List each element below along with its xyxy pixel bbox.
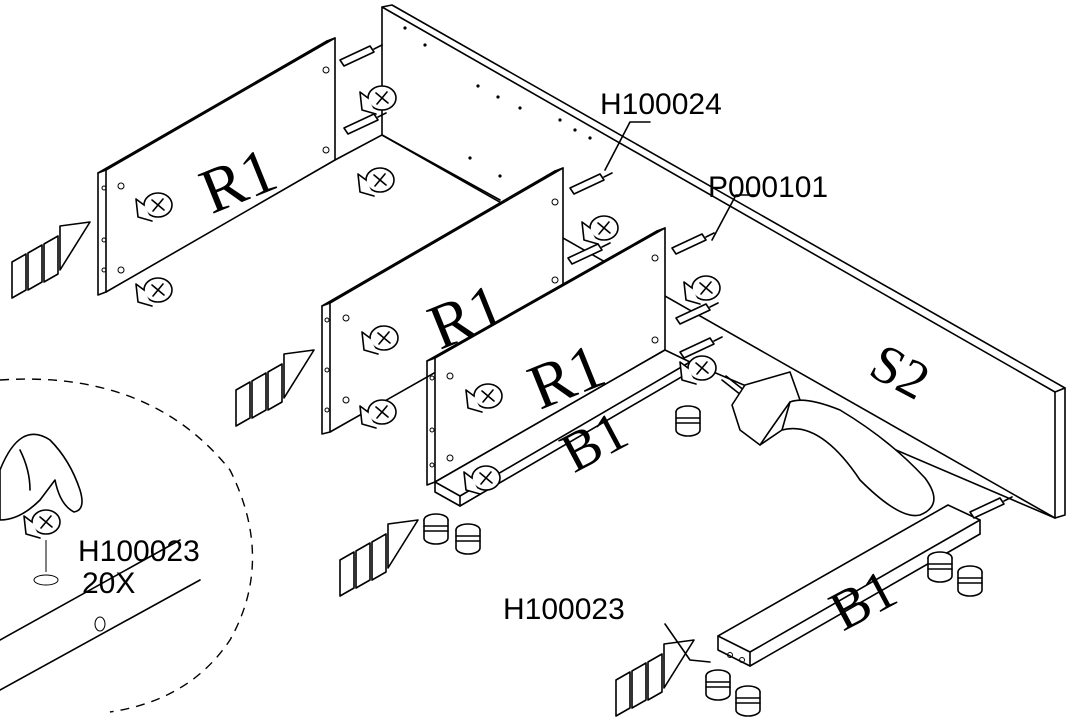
cam-callout: H100023 (503, 593, 625, 626)
screw-callout: H100024 (600, 88, 722, 121)
detail-inset (0, 378, 254, 713)
dowel-callout: P000101 (708, 171, 828, 204)
hand-icon (0, 433, 83, 521)
cam-lock-icon (23, 509, 61, 539)
upper-side-panel: R1 (97, 37, 336, 296)
base-panel-front: B1 (717, 504, 981, 667)
screwdriver-icon (721, 371, 935, 517)
cam-detail-callout: H100023 (78, 535, 200, 568)
back-panel-s2: S2 (381, 4, 1066, 519)
cam-quantity-label: 20X (82, 567, 135, 600)
